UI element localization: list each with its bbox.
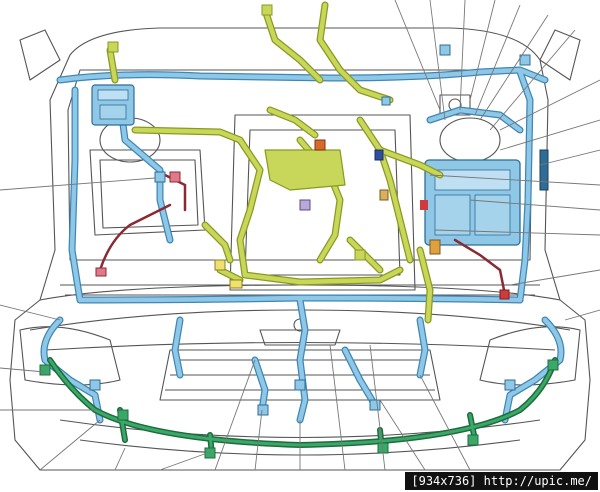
connector — [499, 289, 510, 300]
connector — [257, 404, 269, 416]
connector — [154, 171, 166, 183]
connector — [354, 249, 366, 261]
relay-box-icon — [420, 159, 521, 246]
connector — [439, 44, 451, 56]
connector — [539, 149, 549, 191]
yellow-engine-harness — [106, 1, 444, 324]
connector — [117, 409, 129, 421]
connector — [204, 447, 216, 459]
connector — [89, 379, 101, 391]
connector — [39, 364, 51, 376]
connector — [107, 41, 119, 53]
connector — [374, 149, 384, 161]
callout-lines — [0, 0, 600, 471]
connector — [299, 199, 311, 211]
connector — [314, 139, 326, 151]
connector — [229, 279, 243, 289]
connector — [169, 171, 181, 183]
battery-icon — [91, 84, 135, 126]
connector — [504, 379, 516, 391]
connector — [381, 96, 391, 106]
connector — [547, 359, 559, 371]
connector — [214, 259, 226, 271]
connector — [369, 399, 381, 411]
connector — [467, 434, 479, 446]
connector — [261, 4, 273, 16]
connector — [95, 267, 107, 277]
connector — [294, 379, 306, 391]
watermark-label: [934x736] http://upic.me/ — [405, 472, 598, 490]
connector — [519, 54, 531, 66]
blue-body-harness — [40, 66, 565, 424]
connector — [379, 189, 389, 201]
connector-group — [39, 4, 559, 459]
connector — [429, 239, 441, 255]
